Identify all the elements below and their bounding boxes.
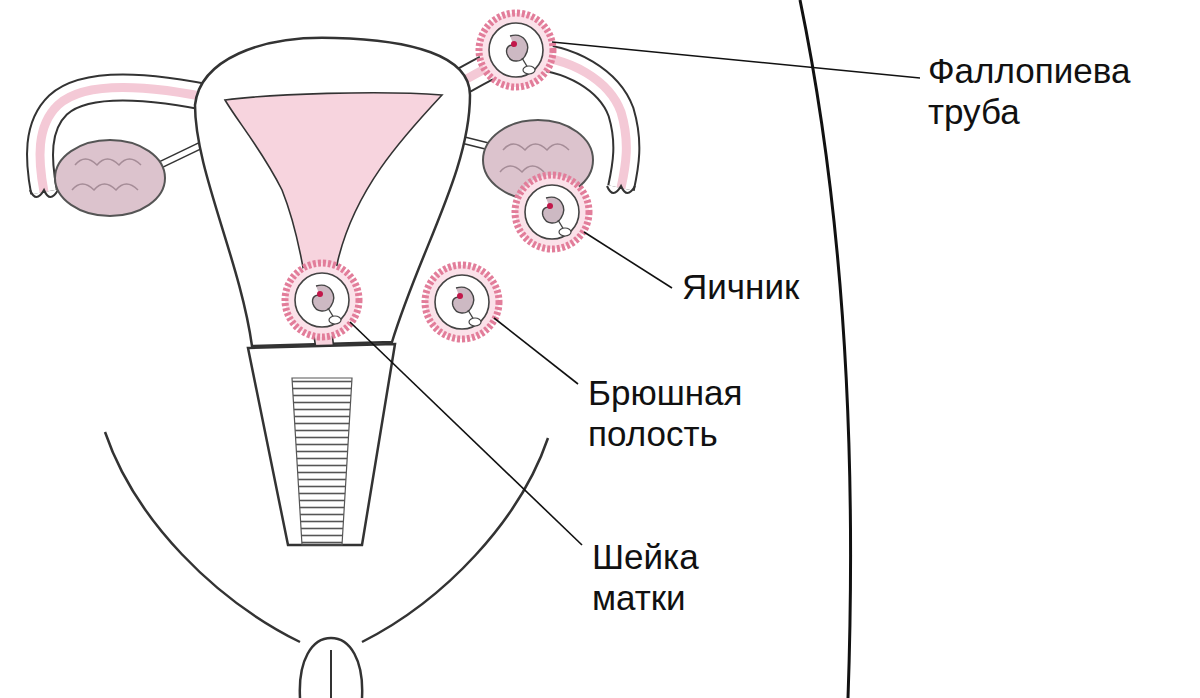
- part-label: Брюшная полость: [588, 372, 788, 455]
- leader-line: [494, 318, 578, 384]
- part-label: Шейка матки: [592, 536, 757, 619]
- embryo-cervix: [285, 263, 359, 337]
- vaginal-rugae: [292, 378, 352, 545]
- embryo-tube: [479, 13, 553, 87]
- leader-line: [350, 322, 582, 545]
- body-contour: [105, 432, 300, 642]
- uterine-cavity: [225, 93, 442, 362]
- body-outline: [800, 0, 851, 698]
- ovary-texture: [500, 144, 569, 172]
- ovary-texture: [72, 159, 141, 190]
- part-label: Яичник: [682, 266, 882, 307]
- leader-line: [552, 42, 920, 78]
- embryo-abdominal: [425, 265, 499, 339]
- ovary: [55, 140, 165, 216]
- leader-line: [584, 232, 672, 288]
- vagina: [248, 344, 395, 545]
- vulva: [330, 650, 332, 698]
- embryo-ovary: [515, 175, 589, 249]
- body-contour: [362, 438, 548, 642]
- vulva: [300, 638, 362, 698]
- part-label: Фаллопиева труба: [928, 50, 1160, 133]
